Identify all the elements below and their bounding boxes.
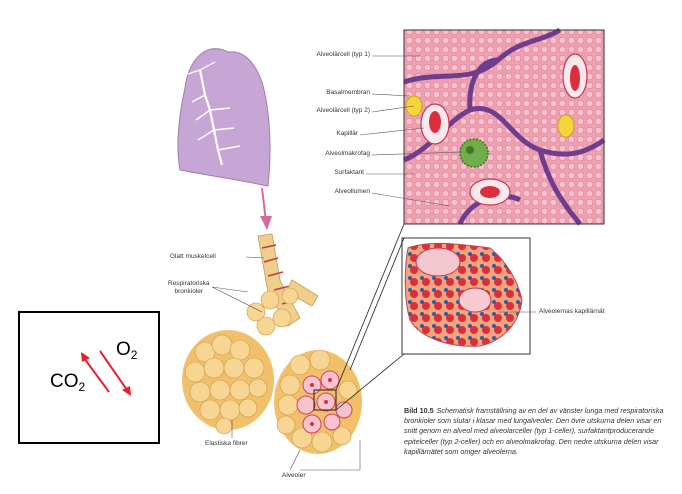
exchange-arrows [81,350,131,396]
carbon-dioxide-label: CO2 [50,371,86,394]
label-smooth-muscle-cell: Glatt muskelcell [170,253,216,260]
label-alveolar-cell-type2: Alveolärcell (typ 2) [316,107,370,114]
label-capillary-network: Alveolernas kapillärnät [539,308,605,315]
label-basement-membrane: Basalmembran [326,89,370,96]
caption-number: Bild 10.5 [404,406,434,415]
lung-illustration [177,48,271,187]
label-alveolar-macrophage: Alveolmakrofag [325,150,370,157]
arrow-co2-out [81,352,110,393]
label-alveolar-cell-type1: Alveolärcell (typ 1) [316,51,370,58]
label-respiratory-bronchioles: Respiratoriska bronkioler [168,280,210,295]
arrow-o2-in [99,350,131,396]
alveolar-cluster-right [274,349,362,454]
oxygen-label: O2 [116,339,138,362]
zoom-lines [335,223,405,411]
label-capillary: Kapillär [336,130,358,137]
alveolar-cluster-left [182,330,274,435]
zoom-arrow [260,187,272,230]
label-alveolar-lumen: Alveollumen [334,188,370,195]
label-alveoli: Alveoler [282,472,306,479]
caption-text: Schematisk framställning av en del av vä… [404,406,664,456]
label-surfactant: Surfaktant [334,169,364,176]
label-elastic-fibers: Elastiska fibrer [205,440,248,447]
gas-exchange-box: O2 CO2 [18,311,160,444]
alveolar-cluster-mid [246,287,299,336]
leader-lines [211,55,536,471]
alveolus-section-inset [403,27,606,226]
capillary-network-inset [401,237,531,355]
